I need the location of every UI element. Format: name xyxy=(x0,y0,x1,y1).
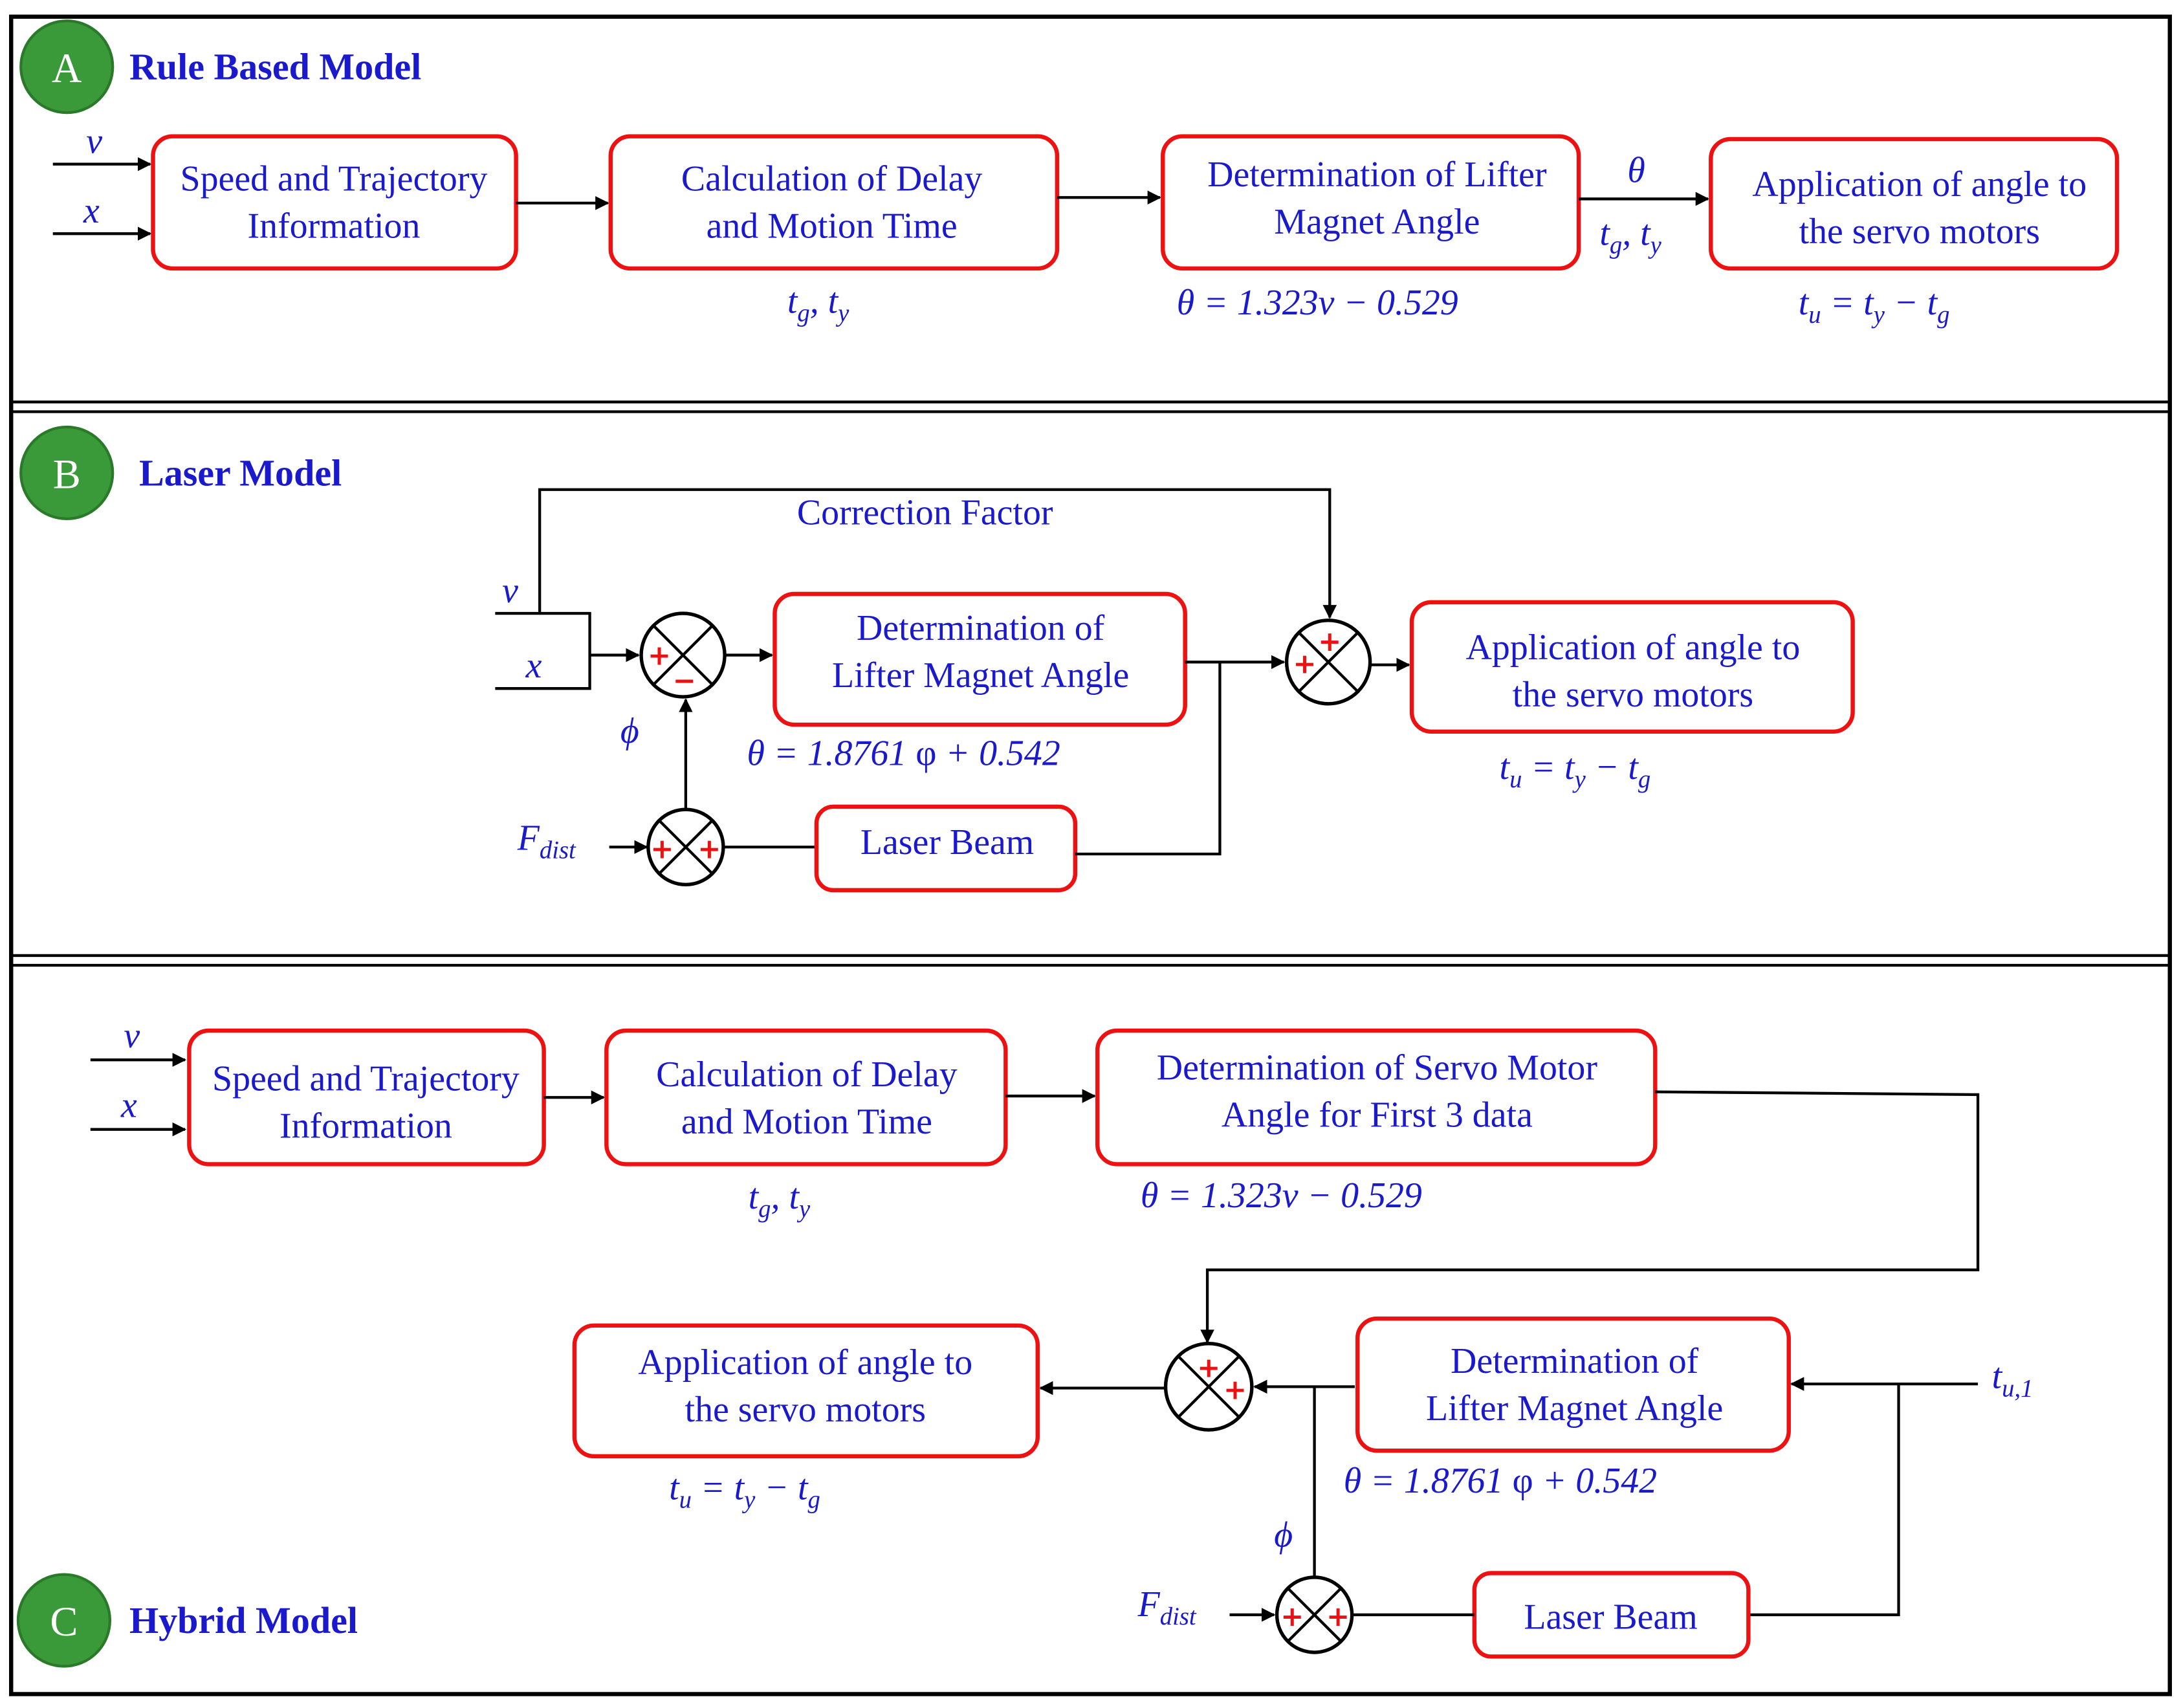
summing-junction-4: + + xyxy=(1163,1342,1254,1432)
box-apply-servo: Application of angle to the servo motors xyxy=(1409,600,1855,734)
phi-label: ϕ xyxy=(1274,1515,1293,1555)
svg-text:Lifter Magnet Angle: Lifter Magnet Angle xyxy=(832,655,1129,695)
svg-text:+: + xyxy=(1318,626,1341,658)
box-laser-beam: Laser Beam xyxy=(814,804,1078,893)
svg-text:+: + xyxy=(648,640,671,672)
summing-junction-3: + + xyxy=(646,807,725,886)
svg-text:Determination of Lifter: Determination of Lifter xyxy=(1207,155,1547,195)
svg-text:Application of angle to: Application of angle to xyxy=(1466,628,1801,668)
svg-text:Application of angle to: Application of angle to xyxy=(1752,164,2087,204)
svg-text:+: + xyxy=(1326,1601,1350,1633)
svg-text:the servo motors: the servo motors xyxy=(685,1390,926,1430)
svg-text:−: − xyxy=(673,664,696,697)
box-lifter-magnet-angle: Determination of Lifter Magnet Angle xyxy=(1355,1316,1791,1453)
panel-c-title: Hybrid Model xyxy=(129,1599,358,1641)
svg-text:Determination of: Determination of xyxy=(857,608,1105,648)
box-lifter-magnet-angle: Determination of Lifter Magnet Angle xyxy=(773,591,1187,727)
svg-text:the servo motors: the servo motors xyxy=(1513,675,1753,715)
svg-text:+: + xyxy=(1223,1374,1247,1407)
svg-text:Lifter Magnet Angle: Lifter Magnet Angle xyxy=(1426,1388,1723,1429)
box-apply-servo: Application of angle to the servo motors xyxy=(572,1323,1040,1459)
panel-a-rule-based: A Rule Based Model v x Speed and Traject… xyxy=(19,19,2120,329)
eq-tu: tu = ty − tg xyxy=(1500,747,1651,793)
svg-text:Determination of Servo Motor: Determination of Servo Motor xyxy=(1157,1047,1598,1088)
svg-text:Application of angle to: Application of angle to xyxy=(638,1342,972,1383)
svg-text:Speed and Trajectory: Speed and Trajectory xyxy=(181,159,488,199)
fdist-label: Fdist xyxy=(517,818,576,864)
tu1-label: tu,1 xyxy=(1992,1357,2033,1403)
box-apply-servo: Application of angle to the servo motors xyxy=(1709,137,2120,271)
svg-text:and Motion Time: and Motion Time xyxy=(681,1102,932,1142)
svg-text:+: + xyxy=(1280,1601,1304,1633)
badge-b-label: B xyxy=(53,452,81,498)
eq-theta-laser: θ = 1.8761 φ + 0.542 xyxy=(747,733,1060,773)
times-label: tg, ty xyxy=(787,281,849,327)
svg-text:+: + xyxy=(650,833,674,865)
box-lifter-magnet-angle: Determination of Lifter Magnet Angle xyxy=(1161,134,1581,271)
svg-text:Laser Beam: Laser Beam xyxy=(860,822,1034,862)
phi-label: ϕ xyxy=(620,711,639,751)
outer-frame xyxy=(9,14,2172,1696)
svg-text:Calculation of Delay: Calculation of Delay xyxy=(681,159,983,199)
badge-a-label: A xyxy=(52,45,82,91)
eq-tu: tu = ty − tg xyxy=(1799,283,1950,329)
box-calc-delay-motion: Calculation of Delay and Motion Time xyxy=(608,134,1060,271)
summing-junction-1: + − xyxy=(639,611,727,699)
box-calc-delay-motion: Calculation of Delay and Motion Time xyxy=(604,1028,1008,1166)
svg-text:Laser Beam: Laser Beam xyxy=(1524,1597,1697,1637)
svg-text:Angle for First 3 data: Angle for First 3 data xyxy=(1222,1095,1533,1135)
panel-b-laser: B Laser Model Correction Factor v x + − … xyxy=(19,425,1855,893)
box-speed-trajectory: Speed and Trajectory Information xyxy=(151,134,518,271)
panel-c-hybrid: C Hybrid Model v x Speed and Trajectory … xyxy=(16,1016,2033,1668)
fdist-label: Fdist xyxy=(1137,1584,1197,1630)
eq-theta-rule: θ = 1.323v − 0.529 xyxy=(1141,1176,1422,1216)
eq-theta-rule: θ = 1.323v − 0.529 xyxy=(1177,283,1458,323)
svg-text:Information: Information xyxy=(279,1106,452,1146)
svg-text:the servo motors: the servo motors xyxy=(1799,212,2040,252)
input-x: x xyxy=(120,1085,137,1125)
badge-c xyxy=(16,1573,112,1668)
summing-junction-5: + + xyxy=(1275,1575,1354,1654)
times-label-arrow: tg, ty xyxy=(1599,213,1661,259)
input-v: v xyxy=(124,1016,140,1056)
svg-text:Calculation of Delay: Calculation of Delay xyxy=(656,1055,958,1095)
svg-text:+: + xyxy=(1293,648,1317,681)
svg-text:Information: Information xyxy=(248,206,421,246)
box-speed-trajectory: Speed and Trajectory Information xyxy=(187,1028,546,1166)
input-x: x xyxy=(525,646,542,686)
panel-b-title: Laser Model xyxy=(139,452,342,494)
correction-factor-label: Correction Factor xyxy=(797,492,1053,532)
svg-text:+: + xyxy=(1197,1352,1220,1384)
times-label: tg, ty xyxy=(749,1177,811,1223)
eq-theta-laser: θ = 1.8761 φ + 0.542 xyxy=(1344,1461,1657,1501)
panel-a-title: Rule Based Model xyxy=(129,46,421,88)
panel-dividers xyxy=(11,400,2170,967)
input-x: x xyxy=(83,191,100,231)
svg-text:Determination of: Determination of xyxy=(1451,1341,1699,1381)
input-v: v xyxy=(502,571,518,611)
box-servo-angle-first-3: Determination of Servo Motor Angle for F… xyxy=(1095,1028,1658,1166)
summing-junction-2: + + xyxy=(1284,619,1372,706)
box-laser-beam: Laser Beam xyxy=(1472,1571,1751,1659)
svg-text:Magnet Angle: Magnet Angle xyxy=(1274,202,1480,242)
svg-text:and Motion Time: and Motion Time xyxy=(707,206,958,246)
badge-c-label: C xyxy=(50,1599,78,1645)
eq-tu: tu = ty − tg xyxy=(669,1468,820,1514)
svg-text:+: + xyxy=(697,833,721,865)
svg-text:Speed and Trajectory: Speed and Trajectory xyxy=(212,1058,520,1099)
theta-label: θ xyxy=(1627,151,1645,191)
badge-b xyxy=(19,425,115,521)
badge-a xyxy=(19,19,115,115)
input-v: v xyxy=(86,121,102,161)
